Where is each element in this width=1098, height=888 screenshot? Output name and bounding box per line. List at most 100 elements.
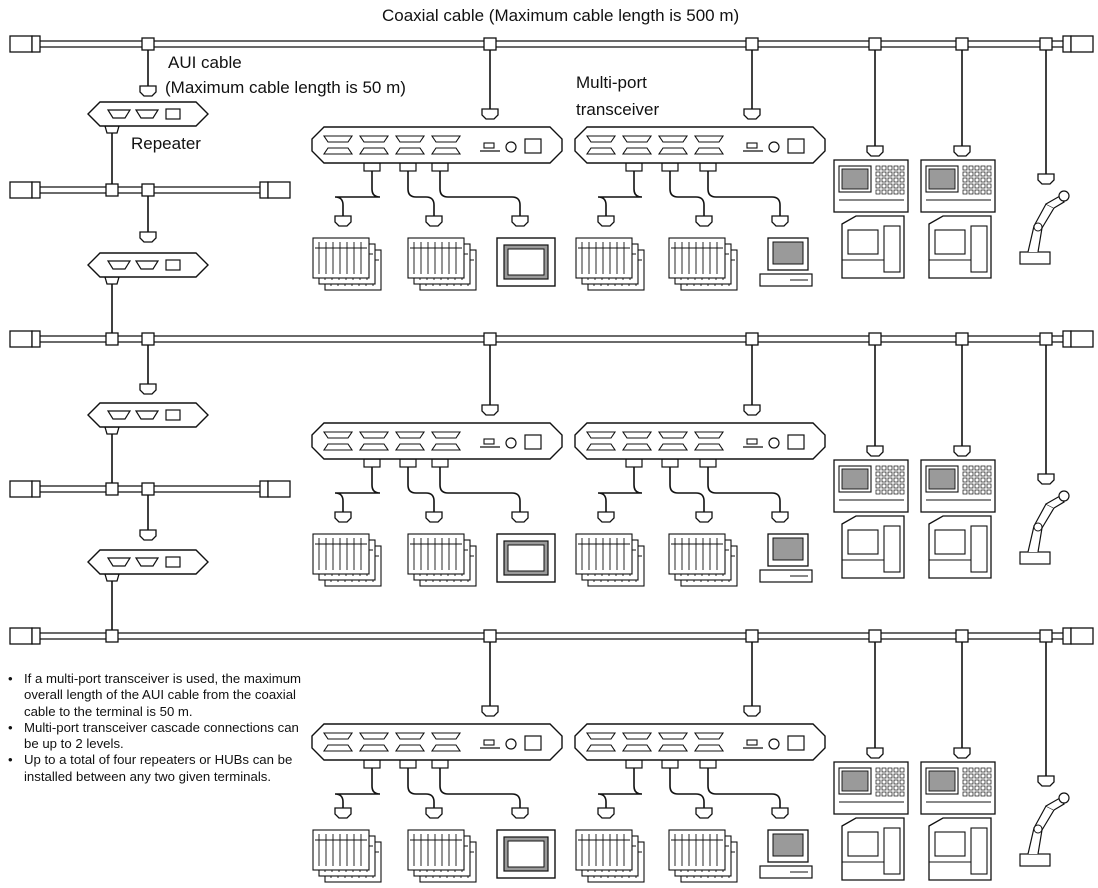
tap-connector xyxy=(1039,629,1053,643)
tap-connector xyxy=(141,332,155,346)
tap-connector xyxy=(745,332,759,346)
aui-connector xyxy=(334,511,352,523)
terminal-aui-cable xyxy=(661,759,705,808)
plc-rack-terminal xyxy=(575,829,645,883)
aui-connector xyxy=(425,215,443,227)
terminal-aui-cable xyxy=(699,162,781,216)
aui-connector xyxy=(334,807,352,819)
note-item: If a multi-port transceiver is used, the… xyxy=(6,671,306,720)
multiport-transceiver xyxy=(311,126,563,164)
aui-connector xyxy=(104,426,120,435)
computer-terminal xyxy=(759,237,813,287)
aui-connector xyxy=(481,404,499,416)
aui-connector xyxy=(334,215,352,227)
repeater-unit xyxy=(87,252,209,278)
aui-cable-label: AUI cable xyxy=(168,53,242,72)
multiport-transceiver-label: Multi-port xyxy=(576,73,647,92)
aui-connector xyxy=(743,705,761,717)
aui-connector xyxy=(104,125,120,134)
aui-connector xyxy=(953,747,971,759)
aui-connector xyxy=(481,108,499,120)
aui-connector xyxy=(1037,775,1055,787)
terminal-aui-cable xyxy=(431,458,521,512)
aui-connector xyxy=(953,145,971,157)
plc-rack-terminal xyxy=(668,237,738,291)
aui-cable-length-label: (Maximum cable length is 50 m) xyxy=(165,78,406,97)
computer-terminal xyxy=(759,829,813,879)
plc-rack-terminal xyxy=(407,829,477,883)
cable-layer xyxy=(9,35,1094,819)
aui-connector xyxy=(139,529,157,541)
plc-rack-terminal xyxy=(668,829,738,883)
terminal-aui-cable xyxy=(661,162,705,216)
aui-connector xyxy=(771,807,789,819)
industrial-robot-terminal xyxy=(1019,490,1070,565)
terminal-aui-cable xyxy=(399,458,435,512)
terminal-aui-cable xyxy=(334,162,381,216)
cnc-controller-terminal xyxy=(920,159,996,279)
tap-connector xyxy=(105,183,119,197)
aui-connector xyxy=(511,511,529,523)
aui-connector xyxy=(1037,473,1055,485)
terminal-aui-cable xyxy=(597,458,643,512)
coaxial-cable xyxy=(9,35,1094,53)
coaxial-cable xyxy=(9,330,1094,348)
aui-connector xyxy=(866,145,884,157)
terminal-aui-cable xyxy=(399,162,435,216)
computer-terminal xyxy=(759,533,813,583)
cnc-controller-terminal xyxy=(833,761,909,881)
tap-connector xyxy=(868,37,882,51)
aui-connector xyxy=(771,215,789,227)
coaxial-cable-label: Coaxial cable (Maximum cable length is 5… xyxy=(382,6,740,25)
tap-connector xyxy=(141,183,155,197)
multiport-transceiver xyxy=(311,723,563,761)
terminal-aui-cable xyxy=(699,458,781,512)
aui-connector xyxy=(511,807,529,819)
terminal-aui-cable xyxy=(699,759,781,808)
tap-connector xyxy=(955,332,969,346)
notes-list: If a multi-port transceiver is used, the… xyxy=(6,671,306,785)
aui-connector xyxy=(481,705,499,717)
aui-connector xyxy=(425,511,443,523)
tap-connector xyxy=(868,629,882,643)
aui-connector xyxy=(139,85,157,97)
aui-connector xyxy=(139,231,157,243)
aui-connector xyxy=(866,747,884,759)
aui-connector xyxy=(425,807,443,819)
tap-connector xyxy=(483,332,497,346)
monitor-terminal xyxy=(496,533,556,583)
terminal-aui-cable xyxy=(661,458,705,512)
aui-connector xyxy=(695,807,713,819)
plc-rack-terminal xyxy=(575,237,645,291)
multiport-transceiver xyxy=(574,422,826,460)
note-item: Up to a total of four repeaters or HUBs … xyxy=(6,752,306,785)
tap-connector xyxy=(483,37,497,51)
plc-rack-terminal xyxy=(575,533,645,587)
tap-connector xyxy=(955,37,969,51)
tap-connector xyxy=(1039,37,1053,51)
aui-connector xyxy=(597,807,615,819)
terminal-aui-cable xyxy=(399,759,435,808)
device-layer xyxy=(87,101,1070,883)
aui-connector xyxy=(866,445,884,457)
tap-connector xyxy=(141,482,155,496)
aui-connector xyxy=(695,511,713,523)
tap-connector xyxy=(105,332,119,346)
tap-connector xyxy=(868,332,882,346)
aui-connector xyxy=(104,573,120,582)
monitor-terminal xyxy=(496,829,556,879)
multiport-transceiver xyxy=(574,126,826,164)
aui-connector xyxy=(695,215,713,227)
aui-connector xyxy=(771,511,789,523)
aui-connector xyxy=(1037,173,1055,185)
tap-connector xyxy=(745,37,759,51)
cnc-controller-terminal xyxy=(833,159,909,279)
tap-connector xyxy=(105,482,119,496)
multiport-transceiver xyxy=(311,422,563,460)
coaxial-cable xyxy=(9,627,1094,645)
aui-connector xyxy=(139,383,157,395)
repeater-unit xyxy=(87,402,209,428)
repeater-label: Repeater xyxy=(131,134,201,153)
repeater-unit xyxy=(87,549,209,575)
